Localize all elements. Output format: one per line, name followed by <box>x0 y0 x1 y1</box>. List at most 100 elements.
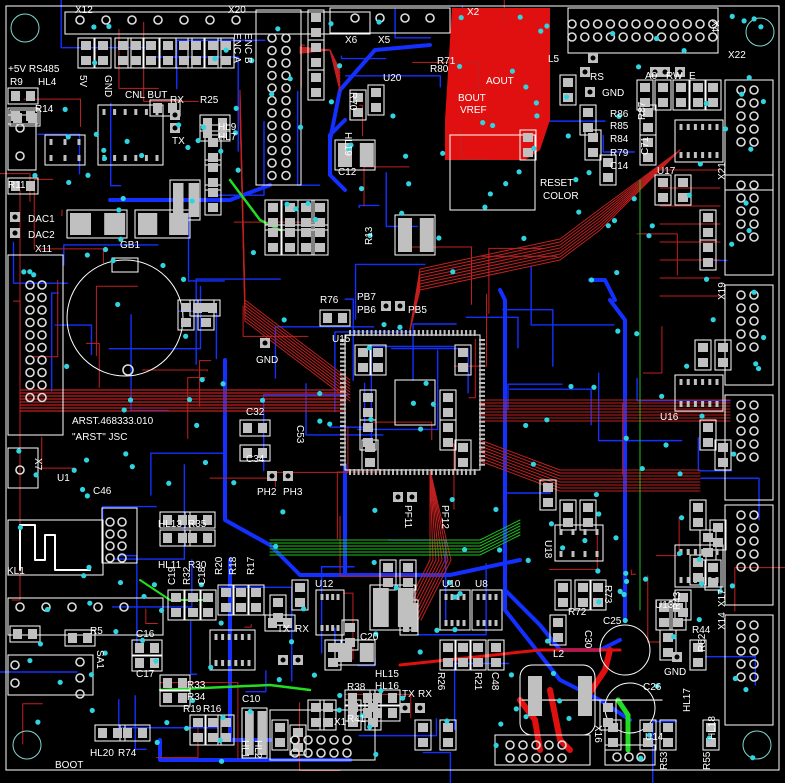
through-hole <box>281 83 291 93</box>
mcu-pin <box>479 343 485 346</box>
power-trace <box>108 183 272 202</box>
via <box>71 467 77 473</box>
pad <box>353 93 363 102</box>
pad <box>523 148 533 157</box>
label-vref: VREF <box>460 105 487 116</box>
through-hole <box>749 646 759 656</box>
signal-trace <box>394 8 432 39</box>
through-hole <box>290 735 300 745</box>
label-pb5: PB5 <box>408 305 427 316</box>
mcu-pin <box>383 469 386 475</box>
component-outline <box>131 654 163 672</box>
via <box>563 94 570 100</box>
mcu-pin <box>340 420 346 423</box>
component-outline <box>127 37 145 69</box>
through-hole <box>749 111 759 121</box>
pad <box>98 56 108 65</box>
label-pf12: PF12 <box>439 505 450 529</box>
pad <box>359 143 374 167</box>
signal-trace <box>340 55 387 60</box>
pad <box>208 56 218 65</box>
inner-trace <box>269 519 521 541</box>
signal-trace <box>334 627 346 642</box>
capacitor-outline <box>66 209 128 239</box>
test-point-hole <box>652 69 658 75</box>
vias-layer <box>16 13 767 764</box>
pad <box>275 738 285 747</box>
mcu-pin <box>409 330 412 336</box>
label-a0: A0 <box>645 71 658 82</box>
via <box>358 186 365 192</box>
label-ph2: PH2 <box>257 487 277 498</box>
mcu-pin <box>340 377 346 380</box>
via <box>250 249 257 256</box>
pad <box>673 618 683 627</box>
ic-pin <box>494 594 498 600</box>
via <box>631 196 637 202</box>
mcu-pin <box>392 330 394 336</box>
pad <box>403 578 413 587</box>
through-hole <box>618 19 629 29</box>
through-hole <box>749 536 759 546</box>
via <box>233 105 239 111</box>
pad <box>693 503 703 512</box>
via <box>284 201 290 207</box>
pad <box>275 723 285 732</box>
label-r33: R33 <box>187 680 206 691</box>
via <box>366 345 372 351</box>
via <box>516 169 522 175</box>
signal-trace <box>245 670 267 693</box>
through-hole <box>25 330 35 340</box>
pad <box>146 56 156 65</box>
label-c16: C16 <box>136 629 155 640</box>
via <box>457 591 463 597</box>
ic-pin <box>715 379 719 385</box>
via <box>223 47 229 53</box>
pad <box>208 718 218 727</box>
component-outline <box>699 239 717 271</box>
label-hl13: HL13 <box>158 519 182 530</box>
through-hole <box>267 145 277 156</box>
pad <box>293 728 303 737</box>
via <box>141 593 147 600</box>
label-e: E <box>689 71 696 82</box>
mcu-pin <box>353 469 356 475</box>
ic-pin <box>320 625 324 631</box>
via <box>496 547 503 553</box>
via <box>760 98 767 105</box>
pad <box>301 218 311 227</box>
label-r18: R18 <box>228 556 239 575</box>
label-x6: X6 <box>345 35 358 46</box>
via <box>696 616 702 623</box>
component-outline <box>217 714 235 746</box>
connector-x11 <box>7 254 64 436</box>
through-hole <box>631 32 641 42</box>
mcu-pin <box>479 373 485 376</box>
capacitor-outline <box>334 139 376 171</box>
mcu-pin <box>460 469 463 475</box>
ic-pin <box>679 152 683 158</box>
pad <box>603 173 613 182</box>
bus-trace <box>408 469 440 621</box>
mcu-pin <box>479 356 485 359</box>
via <box>151 582 158 588</box>
label-r21: R21 <box>472 672 483 691</box>
label-r84: R84 <box>610 134 629 145</box>
label-hl4: HL4 <box>38 77 57 88</box>
via <box>699 413 705 419</box>
through-hole <box>281 95 291 106</box>
label-rx1: RX <box>170 95 184 106</box>
signal-trace <box>503 464 552 494</box>
via <box>311 672 318 678</box>
ic-u7 <box>97 104 164 166</box>
component-outline <box>64 629 96 647</box>
through-hole <box>117 517 127 527</box>
component-outline <box>184 589 202 621</box>
via <box>129 464 135 470</box>
pad <box>328 643 338 652</box>
via <box>183 333 189 339</box>
mcu-pin <box>479 459 485 462</box>
mcu-pin <box>349 469 351 475</box>
pad <box>208 138 218 147</box>
